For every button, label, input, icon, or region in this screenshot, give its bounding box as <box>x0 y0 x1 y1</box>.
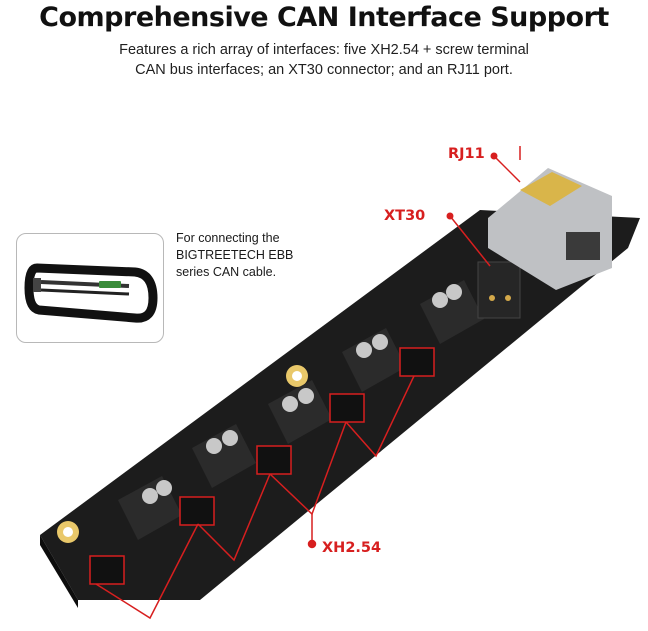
mounting-hole-center <box>292 371 302 381</box>
xt30-connector <box>477 261 521 319</box>
xh254-connector-5 <box>399 347 435 377</box>
xh254-connector-3 <box>256 445 292 475</box>
page-title: Comprehensive CAN Interface Support <box>39 2 609 33</box>
mounting-hole-center <box>63 527 73 537</box>
xt30-callout-line <box>449 215 491 267</box>
rj11-label: RJ11 <box>448 146 485 162</box>
screw-terminal <box>118 476 182 540</box>
subtitle-line-1: Features a rich array of interfaces: fiv… <box>119 42 529 58</box>
cable-connector <box>99 281 121 288</box>
can-cable-image <box>24 263 158 323</box>
inset-note: For connecting the BIGTREETECH EBB serie… <box>176 230 346 281</box>
rj11-socket <box>566 232 600 260</box>
subtitle-line-2: CAN bus interfaces; an XT30 connector; a… <box>135 62 513 78</box>
xh254-bracket <box>95 375 415 620</box>
cable-loop <box>24 263 158 323</box>
cable-end <box>33 278 41 292</box>
xt30-label: XT30 <box>384 208 426 224</box>
xh254-connector-1 <box>89 555 125 585</box>
cable-strand <box>40 288 130 296</box>
pcb-edge <box>40 535 78 608</box>
screw-terminal <box>192 424 256 488</box>
xh254-connector-2 <box>179 496 215 526</box>
screw-terminal <box>342 328 406 392</box>
rj11-callout-line <box>493 155 521 183</box>
screw-terminal <box>420 280 484 344</box>
inset-note-line-1: For connecting the BIGTREETECH EBB <box>176 231 294 262</box>
can-cable-inset <box>16 233 164 343</box>
page-subtitle: Features a rich array of interfaces: fiv… <box>60 40 588 80</box>
xh254-connector-4 <box>329 393 365 423</box>
inset-note-line-2: series CAN cable. <box>176 265 277 279</box>
xh254-label: XH2.54 <box>322 540 382 556</box>
screw-terminal <box>268 380 332 444</box>
rj11-contacts <box>520 172 582 206</box>
